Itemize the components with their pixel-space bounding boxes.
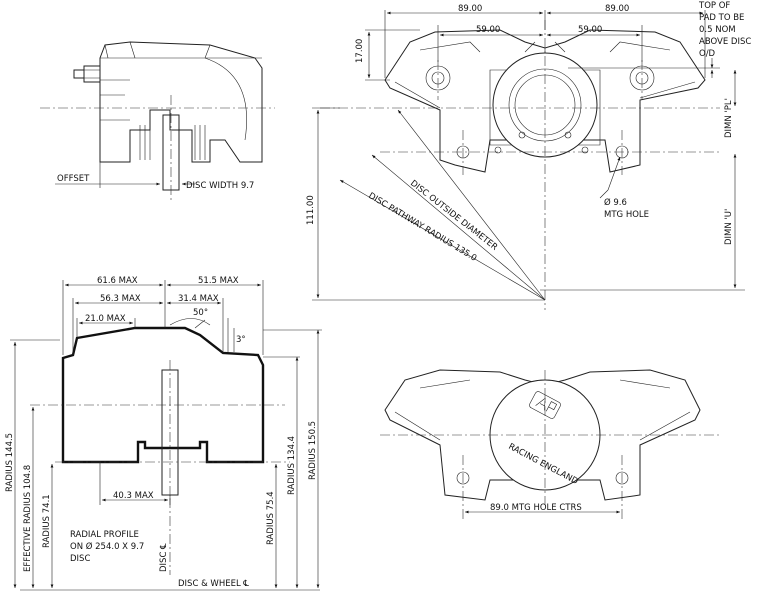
max-40-3: 40.3 MAX: [113, 491, 154, 501]
pad-note-line-1: TOP OF: [698, 1, 730, 11]
disc-wheel-centreline: DISC & WHEEL ℄: [178, 579, 249, 589]
offset-label: OFFSET: [57, 174, 90, 184]
radius-74-1: RADIUS 74.1: [42, 494, 52, 548]
radius-75-4: RADIUS 75.4: [266, 491, 276, 545]
dim-89-left: 89.00: [458, 4, 482, 14]
radius-150-5: RADIUS 150.5: [308, 421, 318, 480]
radial-profile-line-2: ON Ø 254.0 X 9.7: [70, 541, 144, 552]
disc-width-label: DISC WIDTH 9.7: [186, 181, 254, 191]
mtg-hole-label: MTG HOLE: [604, 210, 649, 220]
pad-note-line-3: 0.5 NOM: [699, 25, 736, 35]
max-31-4: 31.4 MAX: [178, 294, 219, 304]
effective-radius: EFFECTIVE RADIUS 104.8: [23, 465, 33, 572]
dimn-pl: DIMN 'PL': [724, 98, 734, 138]
max-21-0: 21.0 MAX: [85, 314, 126, 324]
pad-note-line-4: ABOVE DISC: [699, 37, 751, 47]
radial-profile-line-1: RADIAL PROFILE: [70, 530, 139, 540]
ap-logo: [529, 391, 561, 419]
pad-note-line-5: O/D: [699, 49, 716, 59]
front-view: 89.00 89.00 59.00 59.00 17.00 TOP OF PAD…: [306, 1, 751, 310]
rear-view: AP RACING ENGLAND 89.0 MTG HOLE CTRS: [380, 369, 720, 520]
angle-50: 50°: [193, 308, 208, 318]
radial-profile-line-3: DISC: [70, 554, 90, 564]
dimn-u: DIMN 'U': [724, 209, 734, 245]
pad-note-line-2: PAD TO BE: [699, 13, 744, 23]
radius-144-5: RADIUS 144.5: [5, 433, 15, 492]
disc-centreline: DISC ℄: [159, 543, 169, 572]
radius-134-4: RADIUS 134.4: [287, 436, 297, 495]
dim-59-right: 59.00: [578, 25, 602, 35]
side-view: OFFSET DISC WIDTH 9.7: [40, 41, 275, 200]
radial-profile-view: 61.6 MAX 51.5 MAX 56.3 MAX 31.4 MAX 21.0…: [5, 276, 322, 591]
max-51-5: 51.5 MAX: [198, 276, 239, 286]
dim-111: 111.00: [306, 195, 316, 225]
angle-3: 3°: [236, 335, 246, 345]
max-56-3: 56.3 MAX: [100, 294, 141, 304]
dim-59-left: 59.00: [476, 25, 500, 35]
dim-17: 17.00: [355, 39, 365, 63]
max-61-6: 61.6 MAX: [97, 276, 138, 286]
mtg-hole-diameter: Ø 9.6: [604, 197, 627, 208]
dim-89-right: 89.00: [605, 4, 629, 14]
mtg-hole-centres: 89.0 MTG HOLE CTRS: [490, 503, 582, 513]
